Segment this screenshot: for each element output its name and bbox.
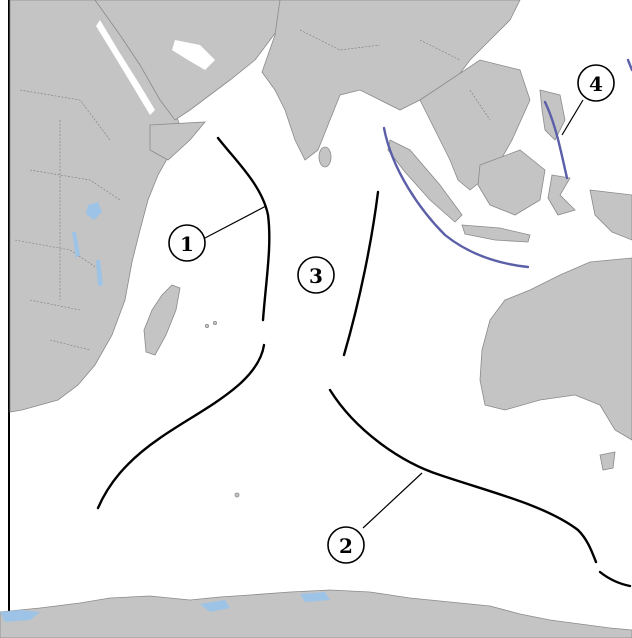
label-marker-2: 2 — [327, 526, 365, 564]
landmass-madagascar — [143, 284, 181, 356]
country-borders-africa — [14, 89, 121, 351]
landmass-antarctica — [0, 589, 632, 638]
leader-line-1 — [204, 205, 267, 239]
label-marker-3: 3 — [297, 256, 335, 294]
antarctic-ice-shelf-mid — [200, 600, 230, 612]
red-sea — [96, 20, 155, 115]
landmass-tasmania — [599, 451, 616, 471]
landmass-borneo — [477, 149, 546, 216]
antarctic-ice-shelf-right — [300, 592, 330, 602]
label-number-3: 3 — [309, 264, 323, 288]
landmass-india-asia — [261, 0, 521, 161]
antarctic-ice-shelf-left — [0, 610, 40, 622]
landmass-philippines — [539, 89, 566, 141]
landmass-new-guinea — [589, 189, 632, 241]
leader-line-4 — [561, 99, 584, 136]
label-number-2: 2 — [339, 534, 353, 558]
island-kerguelen — [234, 492, 240, 498]
lake-malawi — [96, 260, 103, 286]
landmass-java — [461, 224, 531, 243]
landmass-sri-lanka — [318, 146, 332, 168]
country-borders-asia — [299, 29, 491, 121]
label-number-4: 4 — [589, 72, 603, 96]
ridge-ninety-east — [342, 190, 380, 357]
label-number-1: 1 — [180, 232, 194, 256]
trench-sunda — [382, 126, 530, 269]
ridge-central-indian-upper — [216, 136, 271, 322]
island-reunion — [204, 323, 209, 328]
label-marker-4: 4 — [577, 64, 615, 102]
ridge-southeast-indian-tail — [598, 570, 632, 588]
landmass-australia — [479, 257, 632, 441]
trench-philippine — [543, 100, 569, 180]
leader-line-2 — [362, 472, 423, 529]
label-marker-1: 1 — [168, 224, 206, 262]
ridge-southwest-indian — [96, 343, 266, 510]
lake-tanganyika — [72, 232, 80, 258]
persian-gulf — [172, 40, 215, 70]
lake-victoria — [86, 202, 102, 220]
trench-philippine-top — [626, 58, 632, 72]
landmass-horn — [149, 121, 206, 161]
ridge-southeast-indian — [328, 388, 598, 564]
island-mauritius — [212, 320, 217, 325]
landmass-sulawesi — [547, 174, 576, 216]
